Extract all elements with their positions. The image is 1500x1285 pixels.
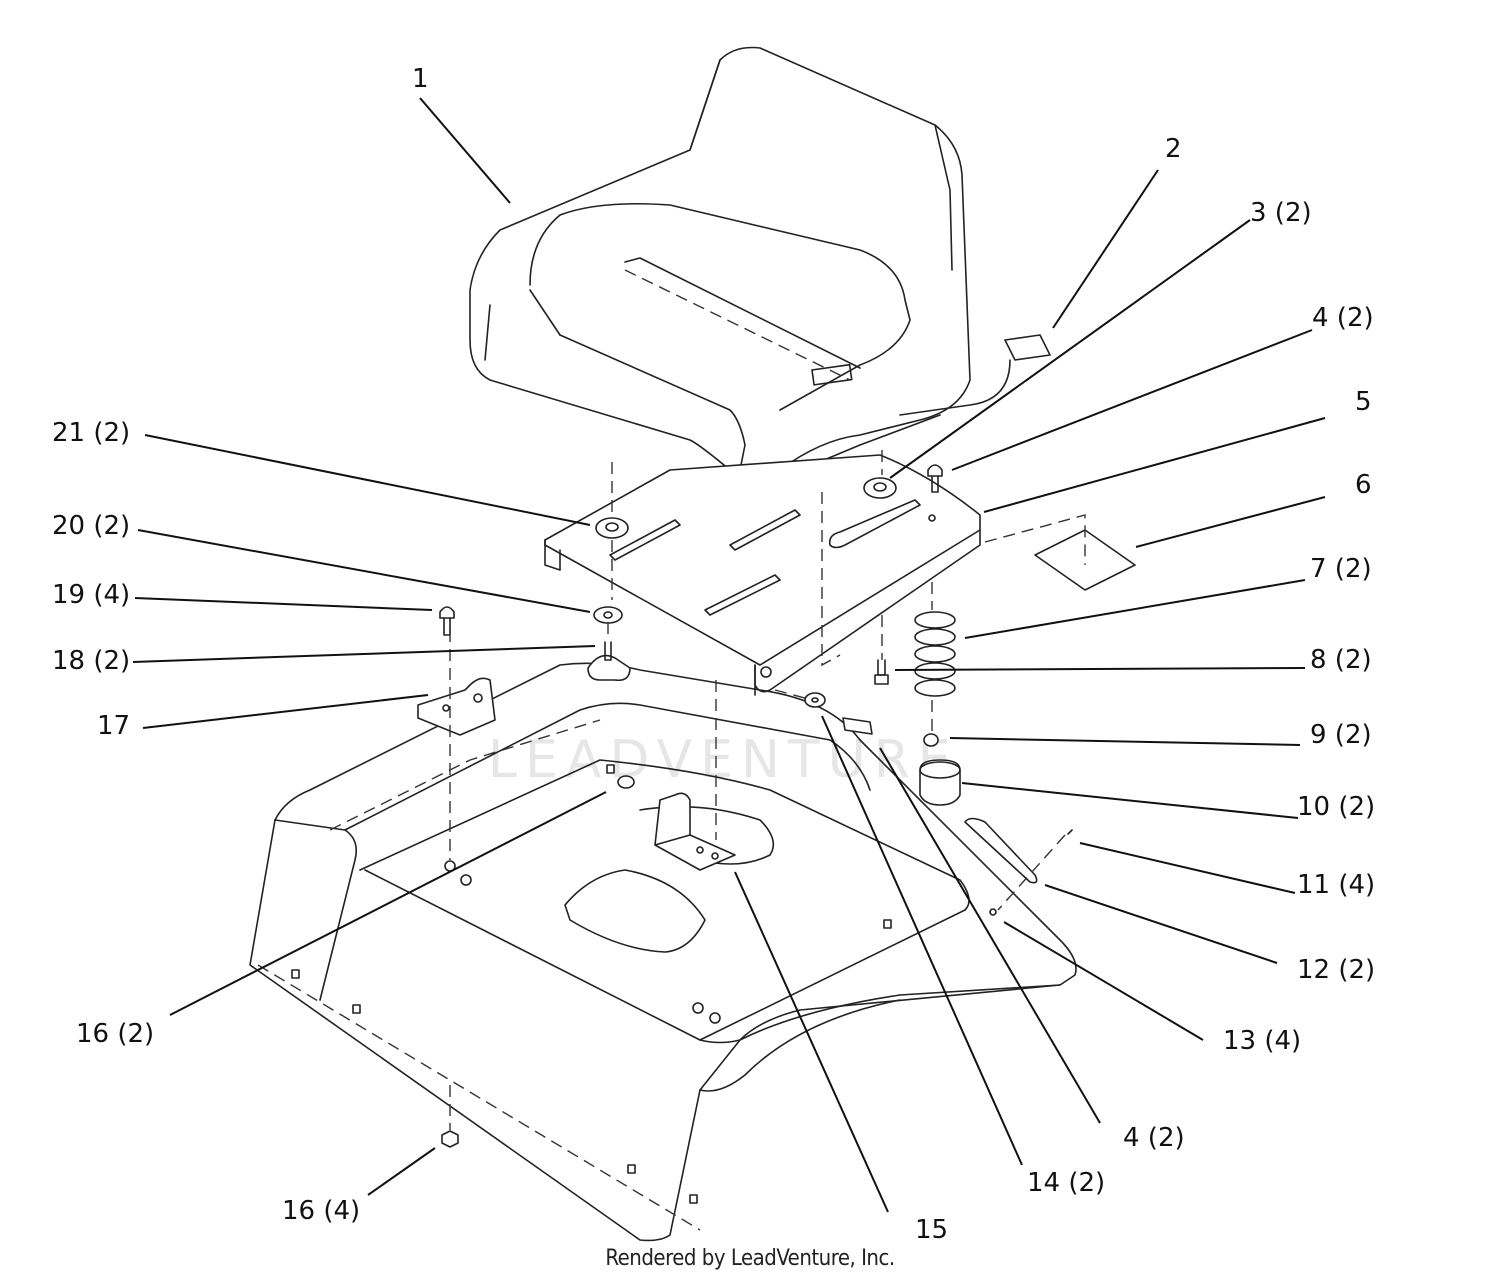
callout-5: 5 (1355, 387, 1372, 417)
callout-15: 15 (915, 1215, 949, 1245)
seat (469, 46, 1051, 494)
callout-4-top: 4 (2) (1312, 303, 1374, 333)
callout-17: 17 (97, 711, 131, 741)
callout-18: 18 (2) (52, 646, 131, 676)
callout-8: 8 (2) (1310, 645, 1372, 675)
spring (914, 611, 956, 697)
callout-11: 11 (4) (1297, 870, 1376, 900)
assembly-lines (257, 450, 1086, 1231)
seat-plate (544, 454, 981, 696)
callout-12: 12 (2) (1297, 955, 1376, 985)
callout-7: 7 (2) (1310, 554, 1372, 584)
callout-19: 19 (4) (52, 580, 131, 610)
callout-10: 10 (2) (1297, 792, 1376, 822)
callout-2: 2 (1165, 134, 1182, 164)
callout-13: 13 (4) (1223, 1026, 1302, 1056)
watermark: LEADVENTURE (488, 730, 959, 790)
callout-6: 6 (1355, 470, 1372, 500)
callout-21: 21 (2) (52, 418, 131, 448)
callout-16-top: 16 (2) (76, 1019, 155, 1049)
callout-1: 1 (412, 64, 429, 94)
callout-3: 3 (2) (1250, 198, 1312, 228)
callout-20: 20 (2) (52, 511, 131, 541)
callout-9: 9 (2) (1310, 720, 1372, 750)
leader-lines (132, 97, 1326, 1213)
hardware (417, 464, 1136, 1148)
footer-credit: Rendered by LeadVenture, Inc. (605, 1246, 895, 1271)
callout-16-bottom: 16 (4) (282, 1196, 361, 1226)
fender-body (249, 662, 1077, 1242)
callout-4-bottom: 4 (2) (1123, 1123, 1185, 1153)
callout-14: 14 (2) (1027, 1168, 1106, 1198)
